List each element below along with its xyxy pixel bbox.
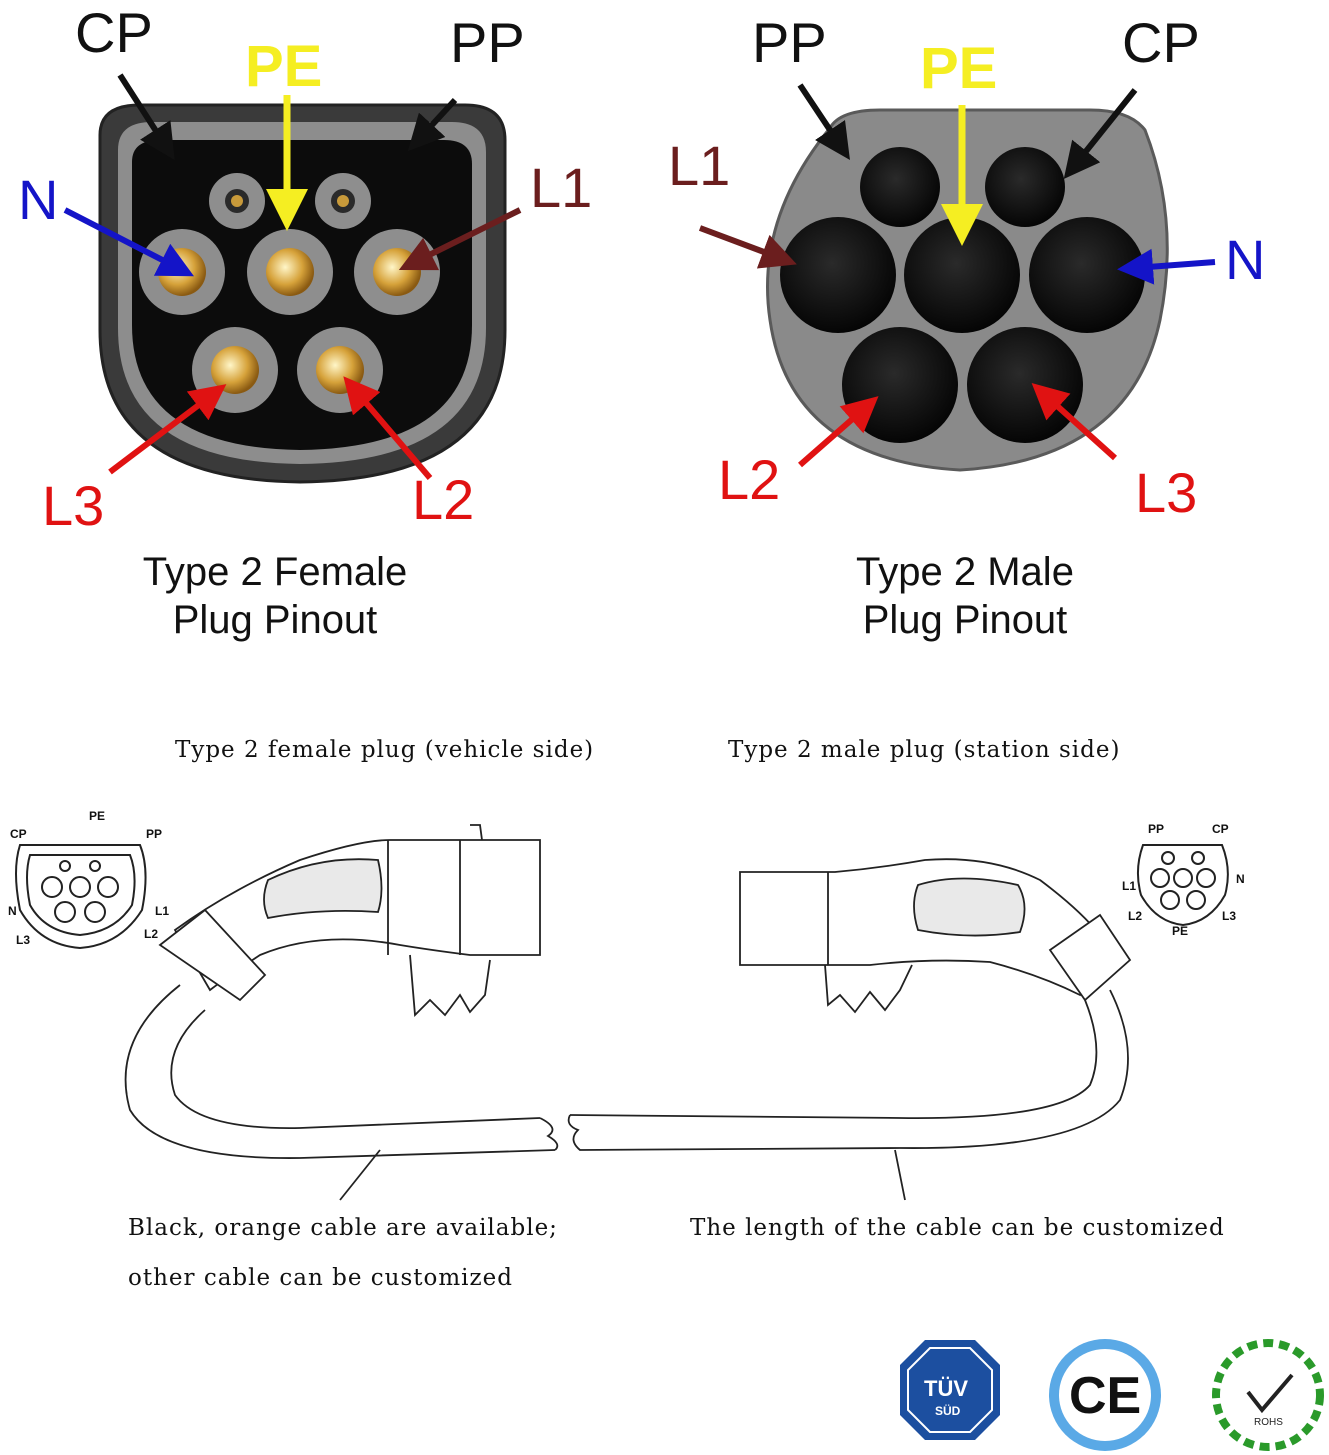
small-male-l3: L3 xyxy=(1222,909,1237,923)
cable-length-note: The length of the cable can be customize… xyxy=(690,1215,1225,1241)
male-cp-label: CP xyxy=(1122,11,1200,74)
female-l1-pin xyxy=(354,229,440,315)
cable-drawing xyxy=(124,824,1132,1201)
male-n-label: N xyxy=(1225,228,1266,291)
male-title-line2: Plug Pinout xyxy=(862,598,1068,642)
cable-note-line1: Black, orange cable are available; xyxy=(128,1215,558,1241)
male-pe-hole xyxy=(904,217,1020,333)
small-female-n: N xyxy=(8,904,17,918)
small-male-pe: PE xyxy=(1172,924,1189,938)
female-pe-pin xyxy=(247,229,333,315)
female-pe-label: PE xyxy=(245,34,323,99)
female-n-arrow xyxy=(63,207,195,277)
female-l3-arrow xyxy=(108,384,227,475)
male-pe-label: PE xyxy=(920,36,998,101)
female-l2-label: L2 xyxy=(412,468,475,531)
small-male-pp: PP xyxy=(1148,822,1165,836)
female-l2-arrow xyxy=(343,376,433,480)
female-title-line2: Plug Pinout xyxy=(172,598,378,642)
cable-note-line2: other cable can be customized xyxy=(128,1265,513,1291)
female-socket-face xyxy=(98,103,507,484)
male-plug-face xyxy=(766,108,1169,472)
small-male-cp: CP xyxy=(1212,822,1229,836)
male-l2-label: L2 xyxy=(718,448,781,511)
female-cp-arrow xyxy=(117,73,175,161)
female-cp-pin xyxy=(209,173,265,229)
small-female-pe: PE xyxy=(89,809,106,823)
male-title-line1: Type 2 Male xyxy=(856,550,1074,594)
male-l1-label: L1 xyxy=(668,134,731,197)
male-n-hole xyxy=(1029,217,1145,333)
small-female-cp: CP xyxy=(10,827,27,841)
female-title: Type 2 Female Plug Pinout xyxy=(90,548,460,644)
right-plug-caption: Type 2 male plug (station side) xyxy=(728,737,1121,763)
small-male-n: N xyxy=(1236,872,1245,886)
tuv-logo xyxy=(900,1340,1000,1440)
male-l1-hole xyxy=(780,217,896,333)
female-pp-label: PP xyxy=(450,11,525,74)
female-title-line1: Type 2 Female xyxy=(142,550,408,594)
male-title: Type 2 Male Plug Pinout xyxy=(780,548,1150,644)
tuv-text: TÜV xyxy=(924,1376,968,1401)
male-cp-hole xyxy=(985,147,1065,227)
small-male-l1: L1 xyxy=(1122,879,1137,893)
male-cp-arrow xyxy=(1063,88,1138,180)
small-female-l1: L1 xyxy=(155,904,170,918)
small-female-l3: L3 xyxy=(16,933,31,947)
left-plug-caption: Type 2 female plug (vehicle side) xyxy=(175,737,595,763)
small-female-face-icon xyxy=(15,844,147,950)
female-pp-pin xyxy=(315,173,371,229)
female-l1-label: L1 xyxy=(530,156,593,219)
small-female-pp: PP xyxy=(146,827,163,841)
tuv-sub-text: SÜD xyxy=(935,1404,961,1418)
male-n-arrow xyxy=(1117,248,1216,285)
female-l2-pin xyxy=(297,327,383,413)
male-l1-arrow xyxy=(698,225,797,269)
male-l3-hole xyxy=(967,327,1083,443)
female-cp-label: CP xyxy=(75,1,153,64)
small-male-face-icon xyxy=(1137,844,1229,927)
male-l2-arrow xyxy=(798,396,879,468)
small-male-l2: L2 xyxy=(1128,909,1143,923)
rohs-text: ROHS xyxy=(1254,1417,1283,1428)
rohs-logo xyxy=(1212,1339,1324,1451)
female-pp-arrow xyxy=(407,97,458,152)
male-pp-hole xyxy=(860,147,940,227)
male-pp-label: PP xyxy=(752,11,827,74)
ce-text: CE xyxy=(1069,1367,1142,1425)
female-n-pin xyxy=(139,229,225,315)
male-pp-arrow xyxy=(797,83,850,160)
ce-logo xyxy=(1049,1339,1161,1451)
male-l2-hole xyxy=(842,327,958,443)
female-l1-arrow xyxy=(398,207,522,271)
female-l3-label: L3 xyxy=(42,474,105,537)
small-female-l2: L2 xyxy=(144,927,159,941)
male-l3-label: L3 xyxy=(1135,461,1198,524)
male-l3-arrow xyxy=(1031,382,1118,461)
female-n-label: N xyxy=(18,168,59,231)
